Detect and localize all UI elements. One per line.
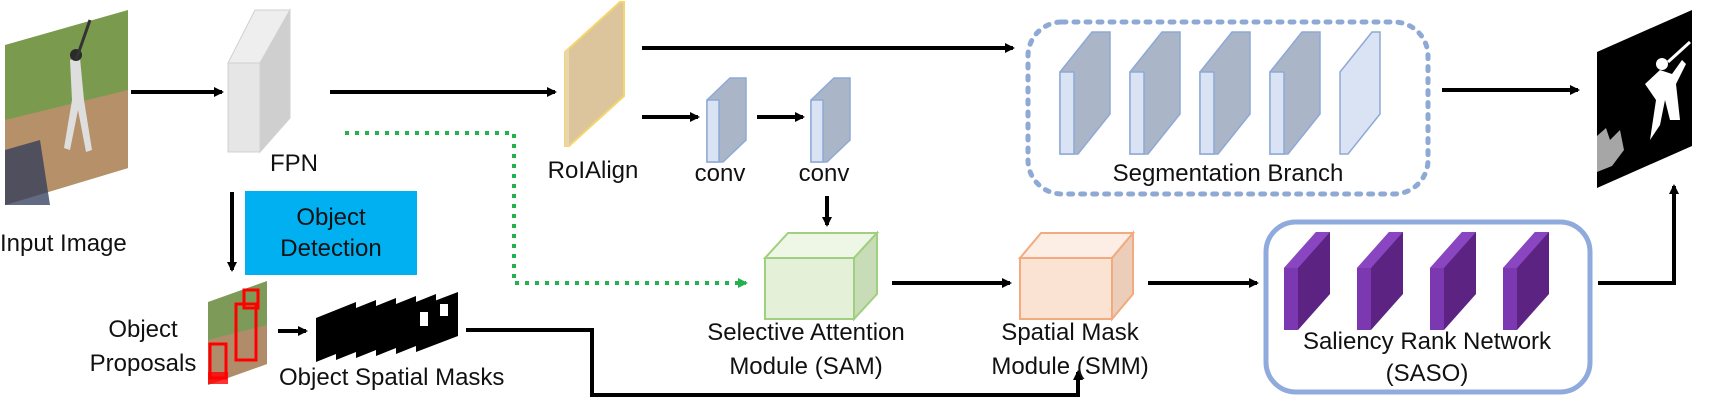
seg-layer-1 [1059,31,1111,155]
sam-block [762,230,880,322]
input-image-label: Input Image [0,230,127,257]
seg-layer-3 [1199,31,1251,155]
saso-label-line2: (SASO) [1385,360,1469,387]
object-proposals-label-line1: Object [108,316,178,343]
object-spatial-masks [316,292,458,362]
sam-label-line1: Selective Attention [707,319,905,346]
roialign-block [564,0,625,147]
smm-block [1017,230,1136,322]
smm-label-line2: Module (SMM) [991,353,1149,380]
object-proposals-image [208,281,267,385]
segmentation-branch-frame [1025,19,1431,197]
object-detection-box: Object Detection [245,191,417,275]
conv1-label: conv [694,160,746,187]
arrow-saso-to-output [1598,184,1679,285]
saso-layers [1284,232,1549,330]
object-spatial-masks-label: Object Spatial Masks [279,364,505,391]
saso-layer-1 [1284,232,1330,330]
input-image [5,10,128,205]
saso-layer-4 [1503,232,1549,330]
output-saliency-map [1597,10,1692,188]
sam-label-line2: Module (SAM) [729,353,883,380]
smm-label-line1: Spatial Mask [1001,319,1139,346]
segmentation-branch-label: Segmentation Branch [1112,160,1344,187]
conv2-label: conv [798,160,850,187]
object-proposals-label-line2: Proposals [89,350,197,377]
arrow-fpn-to-sam-dotted [345,131,748,288]
seg-layer-2 [1129,31,1181,155]
fpn-block [227,8,291,154]
roialign-label: RoIAlign [547,157,639,184]
seg-layer-4 [1269,31,1321,155]
segmentation-layers [1059,31,1381,155]
fpn-label: FPN [270,150,318,177]
saso-layer-2 [1357,232,1403,330]
saso-label-line1: Saliency Rank Network [1302,328,1552,355]
conv2-block [810,77,851,163]
saso-layer-3 [1430,232,1476,330]
saso-frame [1263,219,1593,395]
arrow-masks-to-smm [466,328,1083,397]
conv1-block [706,77,747,163]
seg-layer-5 [1339,31,1381,155]
object-detection-label-line2: Detection [280,235,382,262]
object-detection-label-line1: Object [296,203,366,231]
